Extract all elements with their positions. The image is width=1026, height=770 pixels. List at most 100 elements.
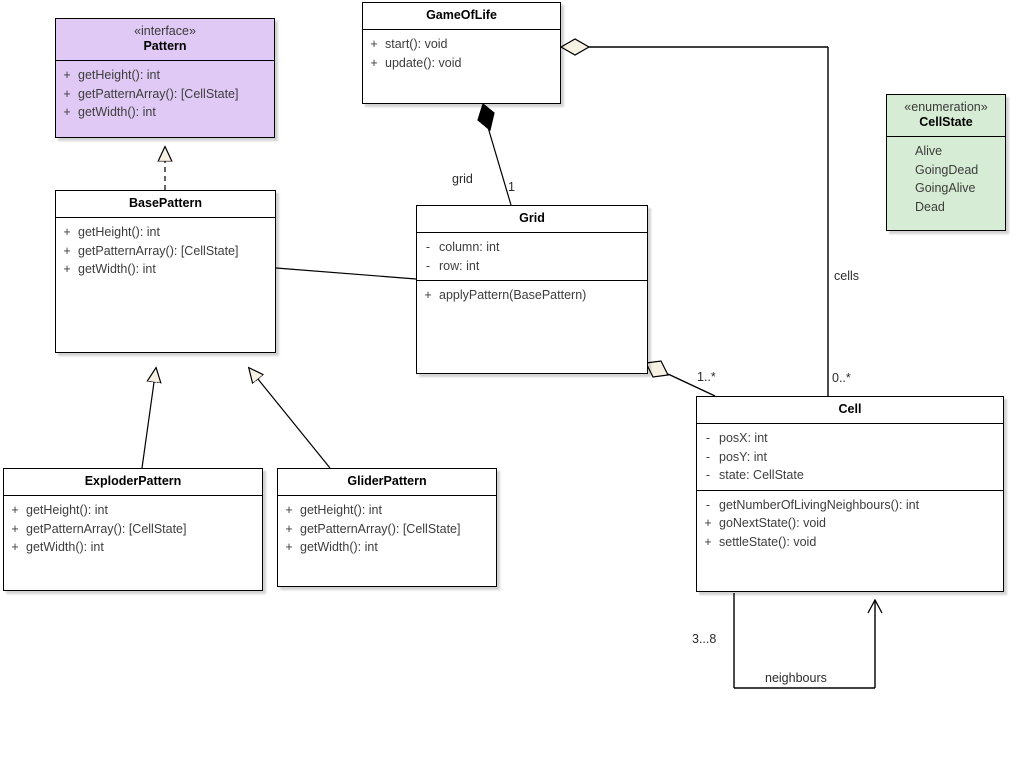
compartment-divider xyxy=(417,280,647,281)
member-row: + start(): void xyxy=(363,35,556,54)
class-members-gliderpattern: + getHeight(): int + getPatternArray(): … xyxy=(278,496,496,562)
edge-label-grid-multiplicity: 1 xyxy=(508,180,515,194)
edge-association-basepattern-grid xyxy=(275,267,417,280)
member-row: + getPatternArray(): [CellState] xyxy=(56,85,270,104)
member-visibility: + xyxy=(704,534,712,549)
edge-label-cells-role: cells xyxy=(834,269,860,283)
member-visibility: + xyxy=(63,225,71,239)
member-signature: column: int xyxy=(439,240,500,254)
compartment-divider xyxy=(56,217,275,218)
member-row: + getHeight(): int xyxy=(4,501,258,520)
class-header-pattern: «interface» Pattern xyxy=(56,19,274,60)
class-operations-cell: - getNumberOfLivingNeighbours(): int + g… xyxy=(697,491,1003,557)
member-row: + getWidth(): int xyxy=(56,103,270,122)
member-row: - posY: int xyxy=(697,448,999,467)
class-stereotype-pattern: «interface» xyxy=(134,24,196,38)
class-header-gameoflife: GameOfLife xyxy=(363,3,560,29)
member-signature: posX: int xyxy=(719,431,768,445)
member-signature: update(): void xyxy=(385,55,462,70)
class-header-grid: Grid xyxy=(417,206,647,232)
member-visibility: + xyxy=(63,105,71,119)
member-row: - getNumberOfLivingNeighbours(): int xyxy=(697,496,999,515)
member-row: + getWidth(): int xyxy=(4,538,258,557)
member-row: + getWidth(): int xyxy=(278,538,492,557)
class-title-gliderpattern: GliderPattern xyxy=(347,474,427,488)
member-signature: getHeight(): int xyxy=(300,503,382,517)
class-header-cellstate: «enumeration» CellState xyxy=(887,95,1005,136)
class-title-cellstate: CellState xyxy=(919,115,973,129)
enum-literal: GoingDead xyxy=(915,162,979,177)
member-row: - state: CellState xyxy=(697,466,999,485)
member-signature: getHeight(): int xyxy=(78,225,160,239)
member-signature: settleState(): void xyxy=(719,534,817,549)
member-signature: goNextState(): void xyxy=(719,516,826,530)
member-signature: getWidth(): int xyxy=(78,105,156,119)
class-box-grid[interactable]: Grid - column: int - row: int + applyPat… xyxy=(416,205,648,374)
member-row: + settleState(): void xyxy=(697,533,999,552)
class-box-basepattern[interactable]: BasePattern + getHeight(): int + getPatt… xyxy=(55,190,276,353)
member-row: + getHeight(): int xyxy=(56,223,271,242)
enum-literals-cellstate: Alive GoingDead GoingAlive Dead xyxy=(887,137,1005,221)
member-row: + update(): void xyxy=(363,54,556,73)
edge-generalization-glider-basepattern xyxy=(249,368,331,469)
compartment-divider xyxy=(4,495,262,496)
compartment-divider xyxy=(56,60,274,61)
member-visibility: + xyxy=(63,243,71,258)
member-visibility: - xyxy=(705,468,711,482)
member-visibility: + xyxy=(11,503,19,517)
member-signature: getNumberOfLivingNeighbours(): int xyxy=(719,497,920,512)
class-title-exploderpattern: ExploderPattern xyxy=(84,474,182,488)
member-signature: getPatternArray(): [CellState] xyxy=(300,521,461,536)
member-signature: getHeight(): int xyxy=(78,68,160,82)
class-box-gliderpattern[interactable]: GliderPattern + getHeight(): int + getPa… xyxy=(277,468,497,587)
member-visibility: + xyxy=(63,262,71,276)
edge-label-cells-multiplicity: 0..* xyxy=(832,371,851,385)
member-signature: getPatternArray(): [CellState] xyxy=(78,243,239,258)
class-box-cell[interactable]: Cell - posX: int - posY: int - state: Ce… xyxy=(696,396,1004,592)
member-row: + getPatternArray(): [CellState] xyxy=(278,520,492,539)
class-members-exploderpattern: + getHeight(): int + getPatternArray(): … xyxy=(4,496,262,562)
compartment-divider xyxy=(278,495,496,496)
member-signature: getWidth(): int xyxy=(78,262,156,276)
class-title-grid: Grid xyxy=(519,211,545,225)
class-operations-grid: + applyPattern(BasePattern) xyxy=(417,281,647,310)
member-visibility: + xyxy=(11,521,19,536)
class-box-cellstate[interactable]: «enumeration» CellState Alive GoingDead … xyxy=(886,94,1006,231)
member-visibility: + xyxy=(285,521,293,536)
member-signature: getWidth(): int xyxy=(26,540,104,554)
member-row: - column: int xyxy=(417,238,643,257)
member-row: + getHeight(): int xyxy=(56,66,270,85)
member-visibility: + xyxy=(285,503,293,517)
class-header-basepattern: BasePattern xyxy=(56,191,275,217)
edge-label-neighbours-multiplicity: 3...8 xyxy=(692,632,717,646)
compartment-divider xyxy=(363,29,560,30)
member-signature: getPatternArray(): [CellState] xyxy=(78,86,239,101)
enum-literal: Alive xyxy=(915,144,943,158)
member-visibility: + xyxy=(704,516,712,530)
compartment-divider xyxy=(417,232,647,233)
class-title-pattern: Pattern xyxy=(143,39,187,53)
class-box-exploderpattern[interactable]: ExploderPattern + getHeight(): int + get… xyxy=(3,468,263,591)
enum-literal: GoingAlive xyxy=(915,181,976,195)
compartment-divider xyxy=(887,136,1005,137)
member-signature: posY: int xyxy=(719,449,767,464)
compartment-divider xyxy=(697,489,1003,491)
class-header-gliderpattern: GliderPattern xyxy=(278,469,496,495)
edge-label-neighbours-role: neighbours xyxy=(765,671,827,685)
edge-label-grid-role: grid xyxy=(452,172,473,186)
member-visibility: + xyxy=(424,288,432,302)
class-header-cell: Cell xyxy=(697,397,1003,423)
member-row: + getPatternArray(): [CellState] xyxy=(56,242,271,261)
member-visibility: + xyxy=(370,55,378,70)
member-visibility: + xyxy=(63,86,71,101)
member-visibility: - xyxy=(425,258,431,273)
member-signature: getPatternArray(): [CellState] xyxy=(26,521,187,536)
member-visibility: - xyxy=(705,449,711,464)
member-row: + applyPattern(BasePattern) xyxy=(417,286,643,305)
compartment-divider xyxy=(697,423,1003,424)
member-visibility: - xyxy=(705,431,711,445)
class-box-gameoflife[interactable]: GameOfLife + start(): void + update(): v… xyxy=(362,2,561,104)
member-signature: getHeight(): int xyxy=(26,503,108,517)
class-box-pattern[interactable]: «interface» Pattern + getHeight(): int +… xyxy=(55,18,275,138)
